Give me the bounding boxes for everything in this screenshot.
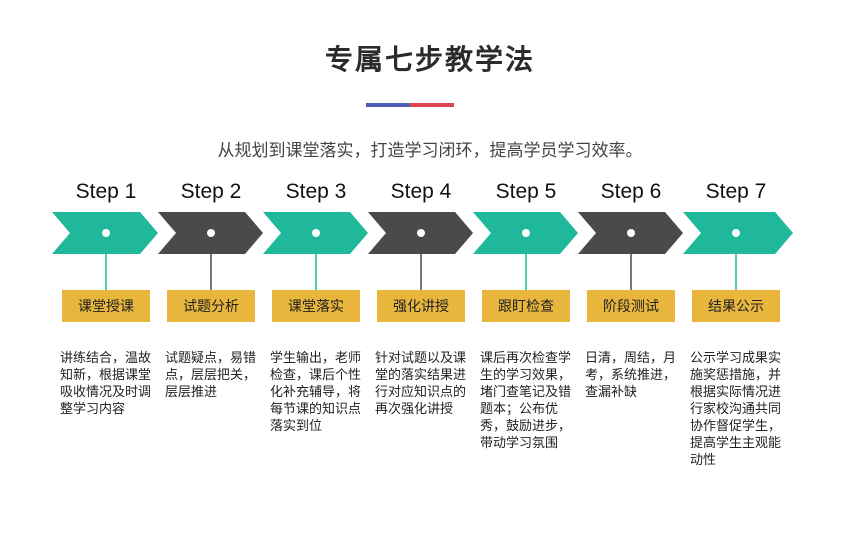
step-1-box: 课堂授课 <box>62 290 150 322</box>
step-2-description: 试题疑点，易错点，层层把关，层层推进 <box>165 351 257 400</box>
step-1-label: Step 1 <box>75 180 137 203</box>
step-6-dot <box>627 229 635 237</box>
step-3-label: Step 3 <box>285 180 347 203</box>
step-4-box: 强化讲授 <box>377 290 465 322</box>
step-1-dot <box>102 229 110 237</box>
step-7-box: 结果公示 <box>692 290 780 322</box>
step-7-chevron <box>683 212 793 254</box>
step-4-label: Step 4 <box>390 180 452 203</box>
step-1-chevron <box>52 212 158 254</box>
step-3-dot <box>312 229 320 237</box>
step-6-label: Step 6 <box>600 180 662 203</box>
step-4-dot <box>417 229 425 237</box>
step-6-box: 阶段测试 <box>587 290 675 322</box>
step-5-description: 课后再次检查学生的学习效果，堵门查笔记及错题本；公布优秀，鼓励进步，带动学习氛围 <box>480 351 572 451</box>
step-5-chevron <box>473 212 578 254</box>
step-2-box: 试题分析 <box>167 290 255 322</box>
step-4-description: 针对试题以及课堂的落实结果进行对应知识点的再次强化讲授 <box>375 351 467 417</box>
step-6-chevron <box>578 212 683 254</box>
subtitle: 从规划到课堂落实，打造学习闭环，提高学员学习效率。 <box>217 141 643 161</box>
step-7-dot <box>732 229 740 237</box>
title-underline-blue <box>366 103 410 107</box>
step-3-box: 课堂落实 <box>272 290 360 322</box>
step-6-description: 日清，周结，月考，系统推进，查漏补缺 <box>585 351 677 400</box>
step-3-description: 学生输出，老师检查，课后个性化补充辅导，将每节课的知识点落实到位 <box>270 351 362 434</box>
step-5-label: Step 5 <box>495 180 557 203</box>
title-underline-red <box>410 103 454 107</box>
step-7-label: Step 7 <box>705 180 767 203</box>
step-5-dot <box>522 229 530 237</box>
step-2-label: Step 2 <box>180 180 242 203</box>
step-2-dot <box>207 229 215 237</box>
step-3-chevron <box>263 212 368 254</box>
step-1-description: 讲练结合，温故知新，根据课堂吸收情况及时调整学习内容 <box>60 351 152 417</box>
step-5-box: 跟盯检查 <box>482 290 570 322</box>
step-2-chevron <box>158 212 263 254</box>
step-7-description: 公示学习成果实施奖惩措施，并根据实际情况进行家校沟通共同协作督促学生，提高学生主… <box>690 351 782 468</box>
page-title: 专属七步教学法 <box>324 43 535 76</box>
step-4-chevron <box>368 212 473 254</box>
